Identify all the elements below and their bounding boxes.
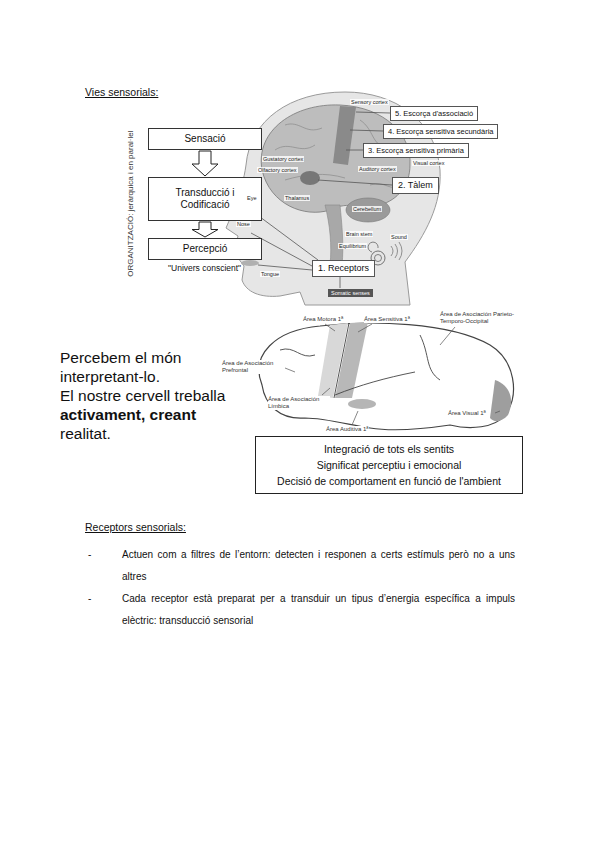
gyrus-line: [285, 124, 322, 130]
callout-box: 3. Escorça sensitiva primària: [363, 143, 469, 158]
block-arrow: [192, 222, 218, 237]
flow-text: Transducció i Codificació: [153, 187, 257, 211]
tongue: [241, 260, 259, 266]
callout-text: 4. Escorça sensitiva secundària: [388, 127, 493, 136]
summary-box: Integració de tots els sentitsSignificat…: [255, 436, 523, 494]
callout-box: 2. Tàlem: [392, 177, 439, 194]
statement-text: realitat.: [60, 424, 111, 443]
callout-box: 5. Escorça d'associació: [390, 106, 478, 121]
part-label: Thalamus: [284, 195, 310, 201]
leader-lines: [251, 112, 392, 288]
part-label: Eye: [246, 195, 257, 201]
area-label: Área Motora 1ª: [303, 316, 343, 323]
part-label: Sensory cortex: [350, 99, 389, 105]
sulcus-line: [280, 349, 315, 356]
sound-wave: [399, 242, 402, 260]
auditory-area: [348, 399, 376, 409]
ear-canal: [368, 242, 378, 252]
cerebellum: [346, 198, 390, 222]
part-label: Sound: [390, 234, 408, 240]
leader-line: [495, 411, 500, 413]
statement-text: El nostre cervell treballa: [60, 386, 225, 405]
bullet-text: Cada receptor està preparat per a transd…: [122, 588, 515, 632]
statement-text: Percebem el món interpretant-lo.: [60, 348, 240, 386]
part-label: Equilibrium: [338, 243, 367, 249]
lateral-fissure: [335, 372, 415, 395]
thalamus: [300, 171, 320, 185]
flow-text: Sensació: [153, 133, 257, 145]
callout-text: 3. Escorça sensitiva primària: [368, 146, 464, 155]
part-label: Visual cortex: [412, 160, 445, 166]
area-label: Área Auditiva 1ª: [326, 426, 369, 433]
bullet-mark: -: [88, 544, 91, 566]
summary-text: Significat perceptiu i emocional: [262, 457, 516, 473]
leader-line: [440, 327, 455, 345]
leader-lines: [285, 324, 500, 425]
callout-box: 4. Escorça sensitiva secundària: [383, 124, 498, 139]
brain-outline: [259, 323, 513, 430]
part-label: Tongue: [260, 271, 280, 277]
section-heading: Receptors sensorials:: [85, 521, 186, 533]
vertical-label: ORGANITZACIÓ: jeràrquica i en paral·lel: [126, 114, 135, 294]
flow-box: Sensació: [148, 128, 262, 150]
leader-line: [350, 130, 383, 131]
leader-line: [285, 368, 295, 372]
part-label: Nose: [236, 221, 251, 227]
leader-line: [258, 265, 312, 270]
brain-stem: [325, 205, 343, 265]
section-heading: Vies sensorials:: [85, 86, 158, 98]
sulci: [280, 323, 440, 398]
area-label: Área Sensitiva 1ª: [364, 316, 410, 323]
leader-line: [325, 324, 335, 331]
leader-line: [256, 214, 318, 260]
leader-line: [356, 112, 390, 113]
inner-ear: [375, 255, 382, 262]
sound-wave: [391, 246, 393, 256]
callout-text: 1. Receptors: [318, 263, 369, 274]
leader-line: [318, 180, 392, 185]
block-arrow: [192, 151, 218, 176]
area-label: Área de Asociación Prefrontal: [222, 360, 284, 374]
flow-text: Percepció: [153, 243, 257, 255]
part-label: Auditory cortex: [358, 166, 397, 172]
leader-line: [322, 388, 330, 395]
leader-line: [346, 150, 363, 151]
part-label: Brain stem: [345, 231, 373, 237]
bullet-text: Actuen com a filtres de l’entorn: detect…: [122, 544, 515, 588]
sound-wave: [395, 244, 398, 258]
callout-text: 5. Escorça d'associació: [395, 109, 473, 118]
gyrus-line: [275, 145, 315, 150]
sensory-area: [335, 322, 368, 398]
area-label: Área Visual 1ª: [448, 410, 486, 417]
central-sulcus: [334, 323, 349, 398]
statement-text: activament, creant: [60, 405, 196, 424]
area-label: Área de Asociación Parieto-Temporo-Occip…: [440, 311, 524, 325]
callout-text: 2. Tàlem: [398, 180, 433, 191]
quote-label: "Univers conscient": [168, 264, 241, 274]
brain: [261, 105, 410, 212]
brain-areas-figure: [259, 322, 513, 430]
visual-area: [490, 380, 511, 421]
leader-line: [358, 324, 372, 332]
part-label: Gustatory cortex: [262, 156, 304, 162]
part-label: Olfactory cortex: [257, 167, 298, 173]
summary-text: Decisió de comportament en funció de l'a…: [262, 473, 516, 489]
sound-waves: [391, 242, 402, 260]
bullet-mark: -: [88, 588, 91, 610]
leader-line: [340, 277, 341, 288]
flow-box: Transducció i Codificació: [148, 177, 262, 221]
cortex-band: [333, 106, 356, 165]
part-label: Somatic senses: [328, 289, 373, 297]
sulcus-line: [420, 335, 440, 380]
summary-text: Integració de tots els sentits: [262, 441, 516, 457]
callout-box: 1. Receptors: [312, 260, 375, 277]
part-label: Cerebellum: [352, 206, 382, 212]
area-label: Área de Asociación Límbica: [268, 396, 330, 410]
leader-line: [352, 411, 358, 425]
flow-box: Percepció: [148, 238, 262, 260]
